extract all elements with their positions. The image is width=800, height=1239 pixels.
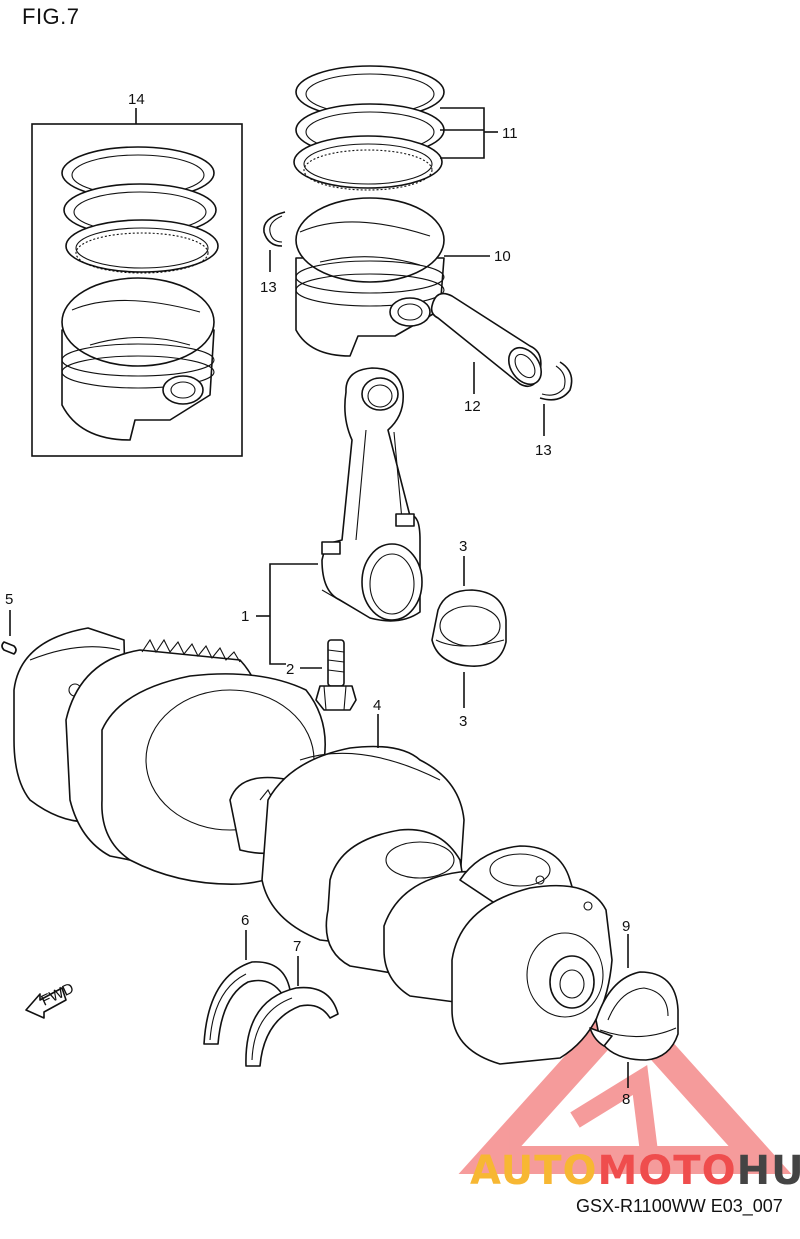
callout-14: 14 [128, 91, 145, 108]
crankshaft-4 [13, 627, 613, 1065]
callout-9: 9 [622, 918, 630, 935]
callout-13-right: 13 [535, 442, 552, 459]
part-14-frame [31, 123, 243, 457]
piston-rings-set-14 [61, 146, 219, 274]
callout-11: 11 [502, 125, 518, 142]
watermark-hub: HUB [737, 1148, 800, 1194]
figure-title: FIG.7 [22, 4, 80, 29]
conrod-bearing-3 [431, 589, 507, 667]
dowel-pin-5 [1, 641, 17, 655]
connecting-rod-1 [321, 367, 423, 622]
watermark-auto: AUTO [470, 1148, 598, 1194]
callout-6: 6 [241, 912, 249, 929]
circlip-13-right [539, 361, 573, 401]
callout-1: 1 [241, 608, 249, 625]
callout-12: 12 [464, 398, 481, 415]
fwd-arrow-icon [25, 987, 67, 1019]
callout-13-left: 13 [260, 279, 277, 296]
svg-text:AUTOMOTOHUB: AUTOMOTOHUB [470, 1148, 800, 1194]
main-bearing-9 [589, 971, 679, 1061]
piston-10 [295, 197, 445, 357]
callout-7: 7 [293, 938, 301, 955]
watermark-triangle [458, 989, 792, 1174]
watermark-moto: MOTO [598, 1148, 737, 1194]
callout-3-top: 3 [459, 538, 467, 555]
callout-8: 8 [622, 1091, 630, 1108]
callout-3-bottom: 3 [459, 713, 467, 730]
piston-pin-12 [430, 292, 543, 388]
piston-14 [61, 277, 215, 441]
circlip-13-left [263, 211, 286, 247]
conrod-bolt-2 [315, 639, 357, 711]
callout-10: 10 [494, 248, 511, 265]
callout-4: 4 [373, 697, 381, 714]
callout-2: 2 [286, 661, 294, 678]
thrust-bearing-7 [245, 986, 339, 1067]
figure-code: GSX-R1100WW E03_007 [576, 1196, 783, 1216]
watermark-logo: AUTOMOTOHUB [470, 1148, 800, 1194]
piston-rings-11 [293, 65, 445, 191]
callout-5: 5 [5, 591, 13, 608]
